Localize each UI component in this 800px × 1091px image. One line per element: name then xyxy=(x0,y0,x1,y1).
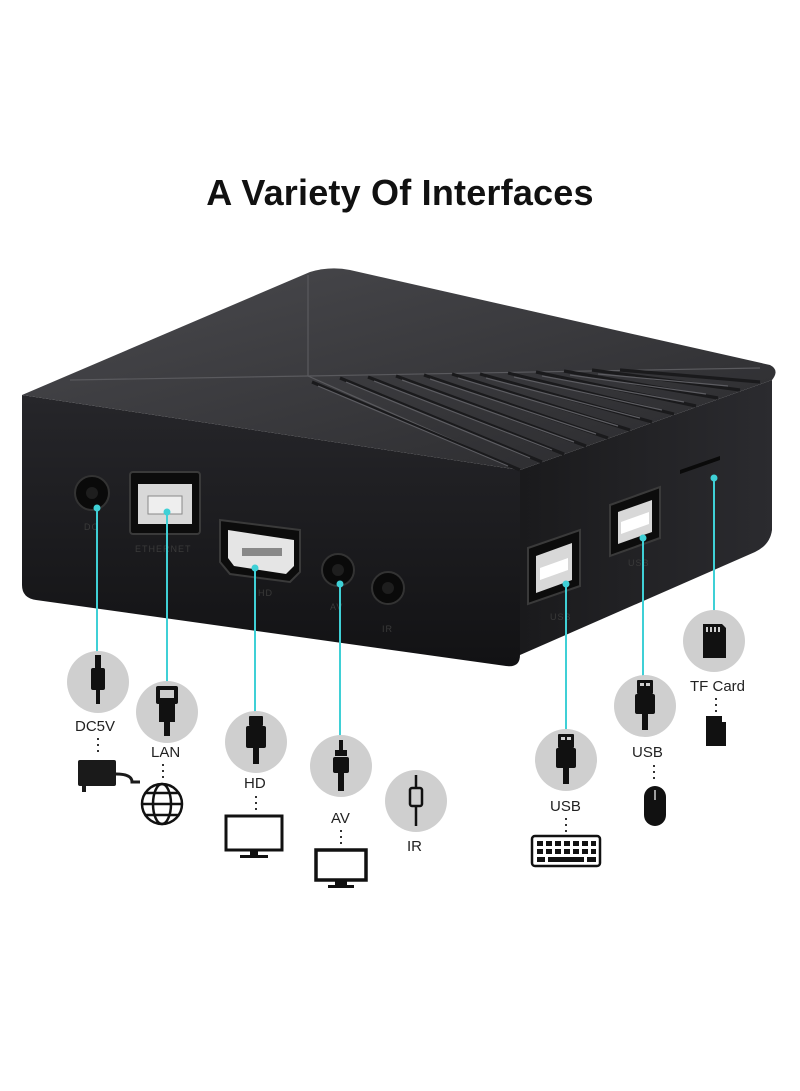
av-interface: AV xyxy=(310,735,372,888)
hdmi-plug-icon xyxy=(246,716,266,764)
usb-mouse-label: USB xyxy=(632,744,663,761)
page-title: A Variety Of Interfaces xyxy=(206,172,594,213)
lan-label: LAN xyxy=(151,744,180,761)
ir-port: IR xyxy=(371,571,405,634)
tf-card-slot xyxy=(680,456,720,474)
ethernet-plug-icon xyxy=(156,686,178,736)
ir-plug-icon xyxy=(408,775,424,826)
mouse-icon xyxy=(644,786,666,826)
usb-port-front-label: USB xyxy=(550,612,572,622)
dc-port: DC xyxy=(74,475,110,532)
usb-mouse-interface: USB xyxy=(614,675,676,826)
hdmi-port: HD xyxy=(219,518,301,598)
av-label: AV xyxy=(331,810,350,827)
dc5v-label: DC5V xyxy=(75,718,115,735)
tf-card-interface: TF Card xyxy=(683,610,745,746)
ir-circle xyxy=(385,770,447,832)
tv-icon xyxy=(314,848,368,888)
dc-plug-icon xyxy=(91,655,105,704)
usb-keyboard-label: USB xyxy=(550,798,581,815)
av-plug-icon xyxy=(333,740,349,791)
tv-box: DC ETHERNET HD AV IR USB xyxy=(22,268,776,667)
hd-interface: HD xyxy=(224,711,287,858)
dc-port-label: DC xyxy=(84,522,99,532)
connector-lines xyxy=(93,474,718,744)
power-adapter-icon xyxy=(78,760,140,792)
monitor-icon xyxy=(224,814,284,858)
dc5v-interface: DC5V xyxy=(67,651,140,792)
ethernet-port: ETHERNET xyxy=(129,471,201,554)
usb-plug-icon xyxy=(556,734,576,784)
usb-port-side: USB xyxy=(609,485,661,568)
av-port-label: AV xyxy=(330,602,343,612)
hd-label: HD xyxy=(244,775,266,792)
hdmi-port-label: HD xyxy=(258,588,273,598)
sd-card-icon xyxy=(703,624,726,658)
lan-interface: LAN xyxy=(136,681,198,826)
usb-port-side-label: USB xyxy=(628,558,650,568)
ir-interface: IR xyxy=(385,770,447,855)
ir-port-label: IR xyxy=(382,624,393,634)
micro-sd-icon xyxy=(706,716,726,746)
tf-card-label: TF Card xyxy=(690,678,745,695)
ethernet-port-label: ETHERNET xyxy=(135,544,192,554)
box-top-face xyxy=(22,268,776,470)
usb-keyboard-interface: USB xyxy=(530,729,602,868)
usb-plug-icon xyxy=(635,680,655,730)
globe-icon xyxy=(140,782,184,826)
ir-label: IR xyxy=(407,838,422,855)
keyboard-icon xyxy=(530,834,602,868)
